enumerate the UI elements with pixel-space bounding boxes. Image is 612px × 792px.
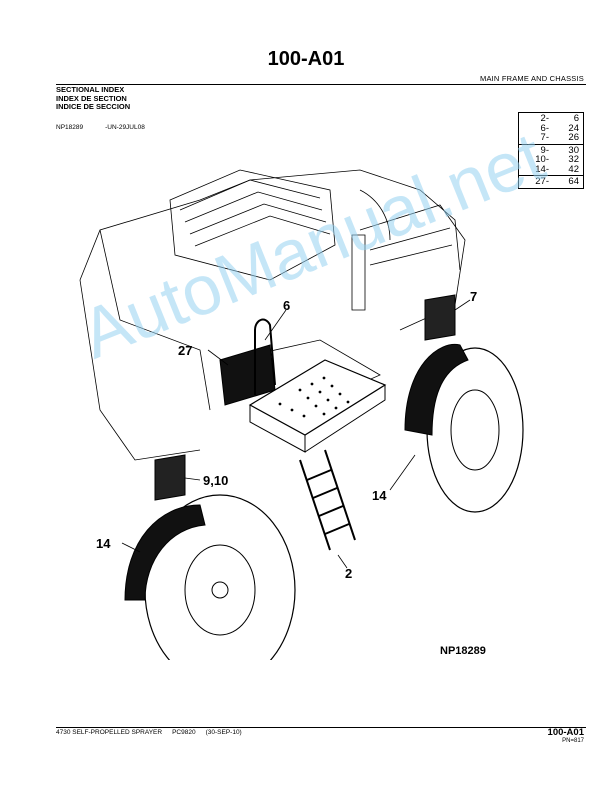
index-ref: 6- (540, 122, 549, 134)
footer-page-id-block: 100-A01 PN=817 (548, 727, 584, 744)
index-ref: 10- (535, 154, 549, 165)
index-ref: 2- (540, 113, 549, 124)
index-page: 42 (568, 163, 579, 175)
storage-box (219, 344, 276, 406)
page-index-table: 2- 6 6- 24 7- 26 9- 30 10- 32 14- 42 27- 64 (518, 112, 584, 189)
section-title: MAIN FRAME AND CHASSIS (480, 74, 584, 83)
index-page: 64 (568, 176, 579, 187)
callout-27: 27 (178, 343, 192, 358)
index-page: 6 (573, 113, 579, 124)
page-index-group: 27- 64 (519, 176, 583, 188)
index-title-fr: INDEX DE SECTION (56, 93, 127, 103)
footer-model: 4730 SELF-PROPELLED SPRAYER (56, 729, 163, 736)
header-rule (56, 84, 586, 85)
index-page: 26 (568, 132, 579, 143)
callout-9-10: 9,10 (203, 473, 228, 488)
index-page: 32 (568, 154, 579, 165)
page-index-row[interactable]: 10- 32 (519, 155, 579, 165)
page-index-group: 9- 30 10- 32 14- 42 (519, 144, 583, 176)
handrail (254, 318, 276, 395)
callout-14-right: 14 (372, 488, 387, 503)
page-index-group: 2- 6 6- 24 7- 26 (519, 113, 583, 145)
page-index-row[interactable]: 6- 24 (519, 122, 579, 134)
callout-6: 6 (283, 298, 290, 313)
index-ref: 7- (540, 132, 549, 143)
left-suspension (154, 454, 186, 501)
page-index-row[interactable]: 7- 26 (519, 133, 579, 143)
footer-catalog: PC9820 (172, 729, 196, 736)
footer-info: 4730 SELF-PROPELLED SPRAYER PC9820 (30-SEP… (56, 729, 252, 736)
callout-14-left: 14 (96, 536, 111, 551)
footer-rule (56, 727, 586, 728)
index-ref: 14- (535, 163, 549, 175)
footer-page-id: 100-A01 (547, 727, 584, 738)
reference-code: NP18289 (56, 124, 84, 131)
exploded-view-illustration: 27 6 7 9,10 14 14 2 NP18289 (79, 169, 524, 660)
figure-label: NP18289 (440, 645, 486, 657)
index-ref: 9- (540, 144, 549, 156)
index-page: 30 (568, 144, 579, 156)
step-platform (248, 359, 387, 453)
footer-date: (30-SEP-10) (205, 729, 242, 736)
footer-pn: PN=817 (562, 738, 584, 744)
right-suspension (424, 294, 456, 341)
page-index-row[interactable]: 14- 42 (519, 163, 579, 175)
reference-revision: -UN-29JUL08 (105, 124, 145, 131)
reference-line: NP18289 -UN-29JUL08 (56, 124, 145, 131)
page-index-row[interactable]: 27- 64 (519, 177, 579, 187)
callout-leaders (121, 299, 471, 569)
index-titles: SECTIONAL INDEX INDEX DE SECTION INDICE … (56, 85, 131, 112)
page-id: 100-A01 (267, 48, 345, 70)
ladder (299, 449, 356, 551)
left-wheel (124, 494, 296, 660)
index-title-en: SECTIONAL INDEX (56, 85, 125, 94)
callout-2: 2 (345, 566, 352, 581)
page-index-row[interactable]: 2- 6 (519, 114, 579, 124)
callout-7: 7 (470, 289, 477, 304)
page-index-row[interactable]: 9- 30 (519, 144, 579, 156)
index-page: 24 (568, 122, 579, 134)
index-title-es: INDICE DE SECCION (56, 102, 131, 111)
right-wheel (404, 343, 524, 513)
index-ref: 27- (535, 176, 549, 187)
